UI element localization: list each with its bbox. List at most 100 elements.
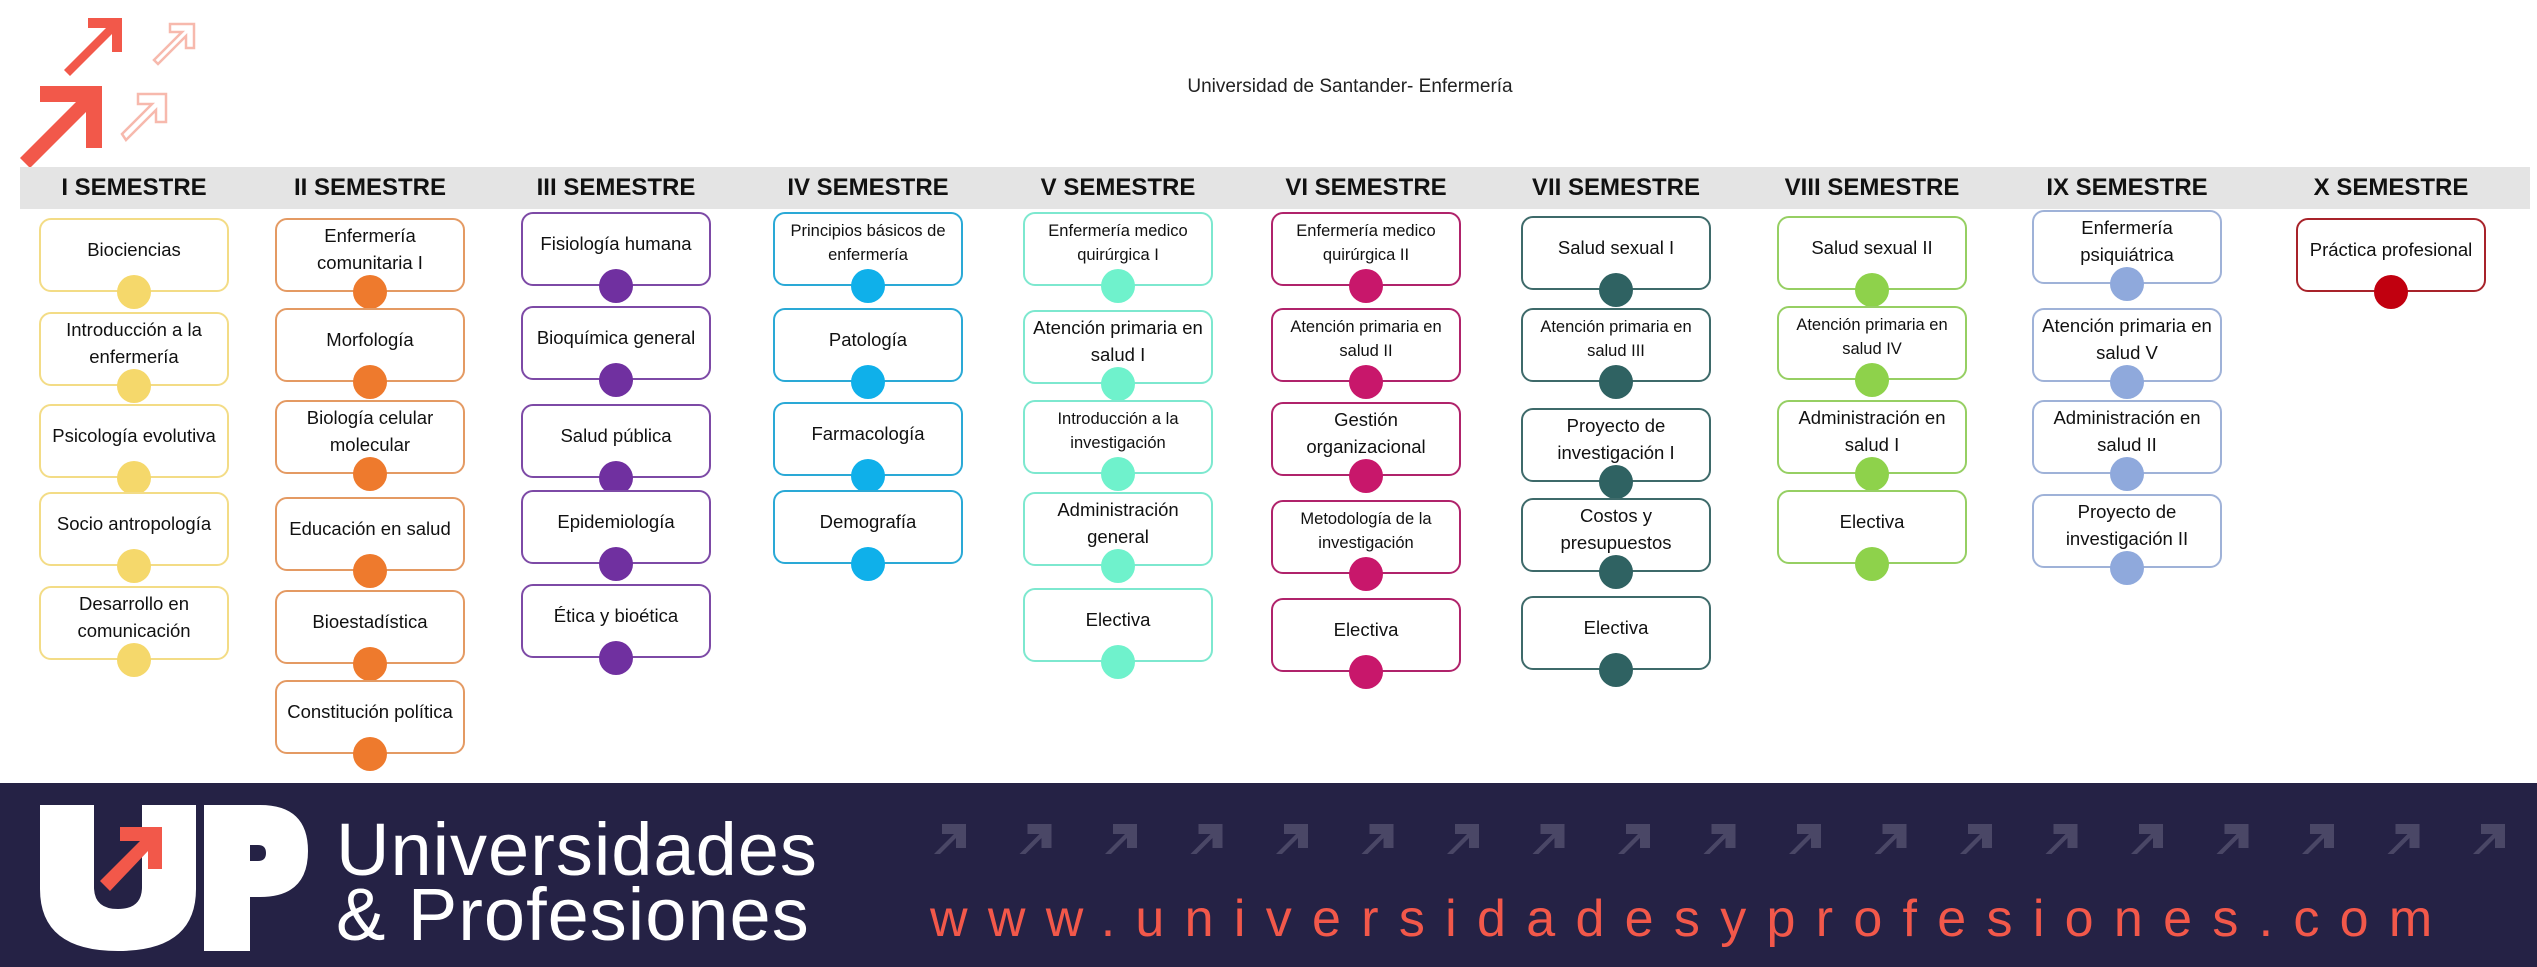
semester-header: I SEMESTRE xyxy=(61,174,207,201)
course-node-dot xyxy=(2110,365,2144,399)
brand-name-line2: & Profesiones xyxy=(336,873,810,956)
course-label: Atención primaria en salud IV xyxy=(1796,316,1948,358)
semester-column: II SEMESTRE xyxy=(255,167,485,209)
course-node-dot xyxy=(851,547,885,581)
arrow-up-right-icon xyxy=(2045,824,2078,854)
course-node-dot xyxy=(851,269,885,303)
course-label: Constitución política xyxy=(287,700,453,722)
course-node-dot xyxy=(1349,655,1383,689)
semester-column: VIII SEMESTRE xyxy=(1747,167,1997,209)
course-box: Práctica profesional xyxy=(2296,218,2486,309)
arrow-up-right-icon xyxy=(1960,824,1992,854)
arrow-up-right-icon xyxy=(2216,824,2249,854)
course-label: Educación en salud xyxy=(289,517,451,539)
course-label: Electiva xyxy=(1333,618,1399,640)
course-label: Morfología xyxy=(326,328,414,350)
course-box: Farmacología xyxy=(773,402,963,493)
semester-header: V SEMESTRE xyxy=(1040,174,1196,201)
arrow-up-right-icon xyxy=(1276,824,1308,854)
up-logo-icon xyxy=(40,805,308,951)
arrow-up-right-icon xyxy=(2387,824,2420,854)
course-box: Morfología xyxy=(275,308,465,399)
website-url[interactable]: www.universidadesyprofesiones.com xyxy=(930,890,2453,948)
course-box: Atención primaria en salud IV xyxy=(1777,306,1967,397)
course-label: Salud pública xyxy=(560,424,672,446)
course-label: Farmacología xyxy=(811,422,925,444)
course-node-dot xyxy=(851,365,885,399)
course-node-dot xyxy=(2110,457,2144,491)
course-node-dot xyxy=(599,547,633,581)
course-node-dot xyxy=(117,369,151,403)
course-label: Enfermería psiquiátrica xyxy=(2080,217,2174,265)
arrow-up-right-icon xyxy=(1019,824,1052,854)
course-label: Introducción a la investigación xyxy=(1057,410,1179,452)
course-node-dot xyxy=(353,365,387,399)
course-node-dot xyxy=(599,269,633,303)
arrow-up-right-icon xyxy=(934,824,966,854)
course-node-dot xyxy=(353,647,387,681)
course-label: Administración general xyxy=(1057,499,1179,547)
course-box: Ética y bioética xyxy=(521,584,711,675)
semester-header: II SEMESTRE xyxy=(293,174,447,201)
course-node-dot xyxy=(851,459,885,493)
semester-column: I SEMESTRE xyxy=(19,167,249,209)
course-node-dot xyxy=(117,461,151,495)
semester-column: V SEMESTRE xyxy=(998,167,1238,209)
course-node-dot xyxy=(2110,267,2144,301)
course-label: Enfermería medico quirúrgica I xyxy=(1048,222,1188,264)
course-node-dot xyxy=(2110,551,2144,585)
course-box: Salud pública xyxy=(521,404,711,495)
course-node-dot xyxy=(353,554,387,588)
semester-header: VI SEMESTRE xyxy=(1285,174,1447,201)
course-box: Metodología de la investigación xyxy=(1271,500,1461,591)
course-box: Administración en salud I xyxy=(1777,400,1967,491)
course-node-dot xyxy=(1599,273,1633,307)
course-label: Socio antropología xyxy=(56,512,212,534)
course-label: Metodología de la investigación xyxy=(1300,510,1432,552)
course-label: Práctica profesional xyxy=(2309,238,2473,260)
course-box: Introducción a la enfermería xyxy=(39,312,229,403)
arrow-up-right-icon xyxy=(2131,824,2163,854)
course-label: Principios básicos de enfermería xyxy=(790,222,946,264)
course-node-dot xyxy=(1855,547,1889,581)
course-node-dot xyxy=(1855,273,1889,307)
course-label: Bioquímica general xyxy=(536,326,696,348)
course-label: Costos y presupuestos xyxy=(1560,505,1672,553)
course-box: Constitución política xyxy=(275,680,465,771)
course-box: Enfermería psiquiátrica xyxy=(2032,210,2222,301)
course-label: Fisiología humana xyxy=(540,232,692,254)
course-box: Educación en salud xyxy=(275,497,465,588)
course-node-dot xyxy=(1101,269,1135,303)
course-box: Proyecto de investigación II xyxy=(2032,494,2222,585)
course-label: Administración en salud I xyxy=(1798,407,1946,455)
semester-header: III SEMESTRE xyxy=(536,174,696,201)
course-node-dot xyxy=(1599,365,1633,399)
course-label: Atención primaria en salud II xyxy=(1290,318,1442,360)
course-box: Atención primaria en salud II xyxy=(1271,308,1461,399)
arrow-up-right-icon xyxy=(2302,824,2334,854)
course-label: Atención primaria en salud III xyxy=(1540,318,1692,360)
course-box: Introducción a la investigación xyxy=(1023,400,1213,491)
course-box: Atención primaria en salud V xyxy=(2032,308,2222,399)
course-box: Enfermería comunitaria I xyxy=(275,218,465,309)
course-box: Biociencias xyxy=(39,218,229,309)
course-node-dot xyxy=(353,275,387,309)
course-label: Atención primaria en salud V xyxy=(2042,315,2212,363)
course-node-dot xyxy=(1101,645,1135,679)
semester-column: VI SEMESTRE xyxy=(1246,167,1486,209)
semester-column: III SEMESTRE xyxy=(496,167,736,209)
course-box: Fisiología humana xyxy=(521,212,711,303)
course-label: Salud sexual II xyxy=(1811,236,1933,258)
arrow-up-right-icon xyxy=(1190,824,1223,854)
semester-header: IV SEMESTRE xyxy=(787,174,949,201)
course-node-dot xyxy=(117,549,151,583)
arrow-up-right-icon xyxy=(1789,824,1821,854)
logo-arrows-icon xyxy=(20,18,196,168)
semester-column: X SEMESTRE xyxy=(2261,167,2521,209)
course-node-dot xyxy=(1855,457,1889,491)
arrow-up-right-icon xyxy=(1874,824,1907,854)
course-label: Electiva xyxy=(1839,510,1905,532)
course-box: Psicología evolutiva xyxy=(39,404,229,495)
course-node-dot xyxy=(599,641,633,675)
course-box: Electiva xyxy=(1271,598,1461,689)
